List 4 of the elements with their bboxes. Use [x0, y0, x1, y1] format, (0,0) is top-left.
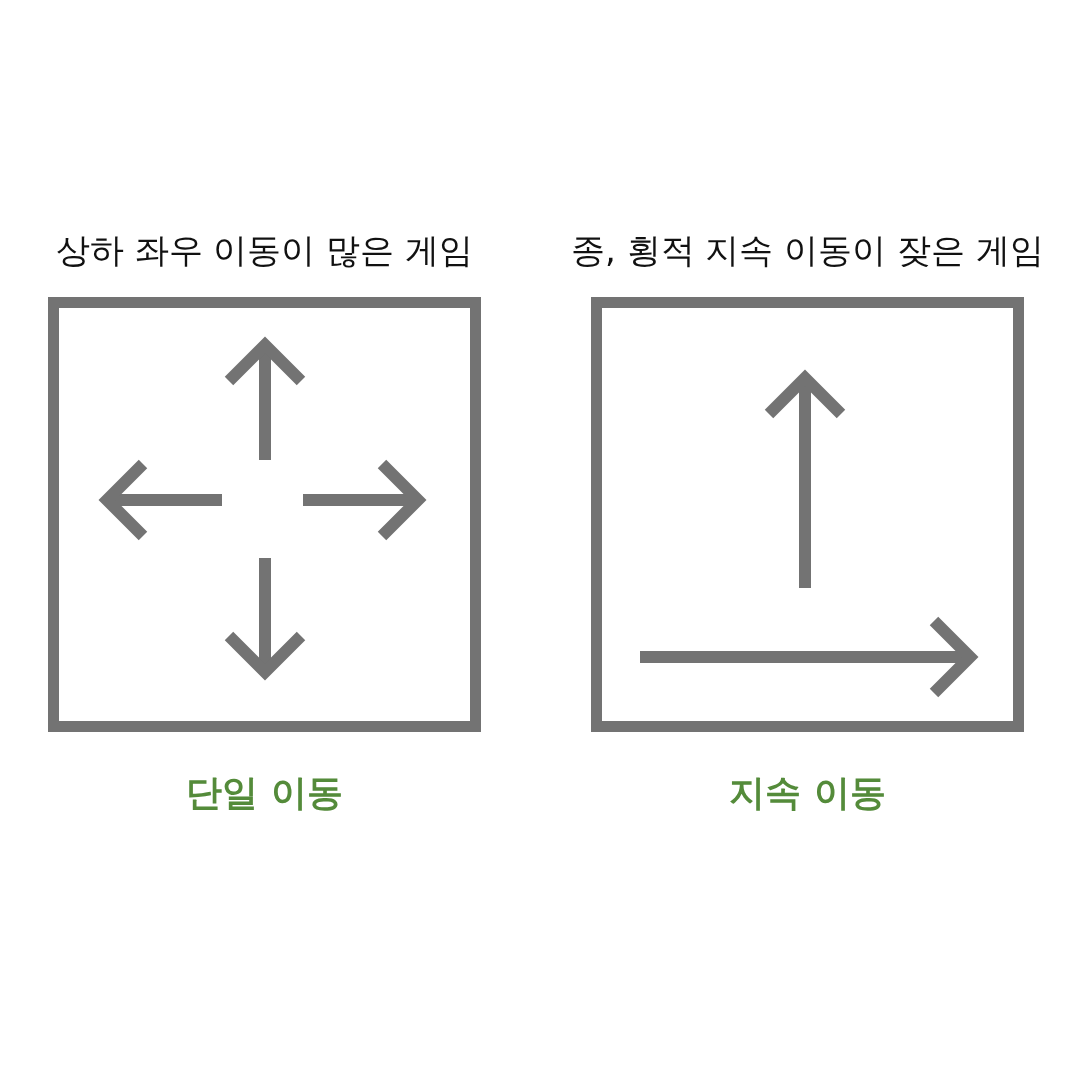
node-label: 지속 이동: [728, 771, 887, 815]
heading: 종, 횡적 지속 이동이 잦은 게임: [570, 229, 1045, 272]
node-label: 단일 이동: [185, 771, 344, 815]
heading: 상하 좌우 이동이 많은 게임: [54, 229, 475, 272]
